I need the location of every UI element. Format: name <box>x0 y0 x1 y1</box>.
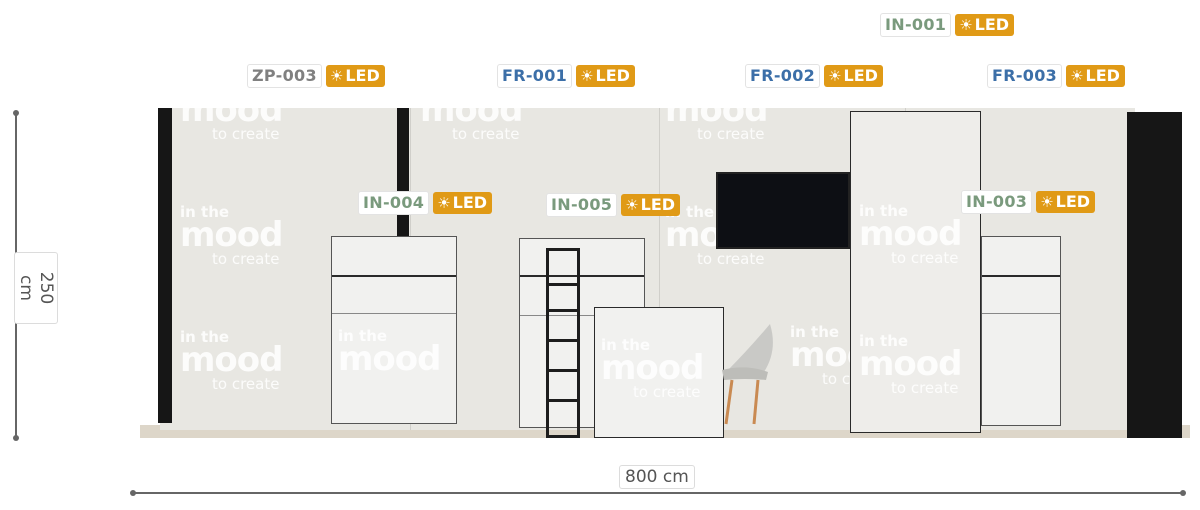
tag-code: FR-002 <box>745 64 821 88</box>
tag-code: ZP-003 <box>247 64 322 88</box>
left-frame <box>158 108 172 423</box>
sun-icon: ☀ <box>1040 193 1054 211</box>
sun-icon: ☀ <box>437 194 451 212</box>
tag-code: IN-001 <box>880 13 952 37</box>
sun-icon: ☀ <box>959 16 973 34</box>
tag-code: FR-001 <box>497 64 573 88</box>
tag-code: IN-005 <box>546 193 618 217</box>
tag-in-004[interactable]: IN-004 ☀LED <box>358 191 493 215</box>
sun-icon: ☀ <box>580 67 594 85</box>
width-dimension-label: 800 cm <box>619 465 695 489</box>
right-end-wall <box>1127 112 1182 438</box>
sun-icon: ☀ <box>329 67 344 85</box>
led-badge: ☀LED <box>325 65 385 87</box>
brochure-stand <box>546 248 580 438</box>
tag-in-003[interactable]: IN-003 ☀LED <box>961 190 1096 214</box>
tag-zp-003[interactable]: ZP-003 ☀LED <box>247 64 385 88</box>
sun-icon: ☀ <box>625 196 639 214</box>
showcase-in-003 <box>981 236 1061 426</box>
led-badge: ☀LED <box>576 65 635 87</box>
height-dimension-label: 250 cm <box>14 252 58 324</box>
sun-icon: ☀ <box>828 67 842 85</box>
sun-icon: ☀ <box>1070 67 1084 85</box>
tag-fr-003[interactable]: FR-003 ☀LED <box>987 64 1125 88</box>
chair <box>722 324 773 425</box>
tag-code: IN-003 <box>961 190 1033 214</box>
led-badge: ☀LED <box>1036 191 1096 213</box>
tv-screen <box>716 172 850 249</box>
tag-in-001[interactable]: IN-001 ☀LED <box>880 13 1015 37</box>
tag-fr-001[interactable]: FR-001 ☀LED <box>497 64 635 88</box>
led-badge: ☀LED <box>433 192 493 214</box>
tag-in-005[interactable]: IN-005 ☀LED <box>546 193 681 217</box>
led-badge: ☀LED <box>955 14 1015 36</box>
tag-code: IN-004 <box>358 191 430 215</box>
tag-code: FR-003 <box>987 64 1063 88</box>
tag-fr-002[interactable]: FR-002 ☀LED <box>745 64 883 88</box>
led-badge: ☀LED <box>621 194 681 216</box>
led-badge: ☀LED <box>824 65 883 87</box>
panel-divider <box>659 108 660 430</box>
led-badge: ☀LED <box>1066 65 1125 87</box>
